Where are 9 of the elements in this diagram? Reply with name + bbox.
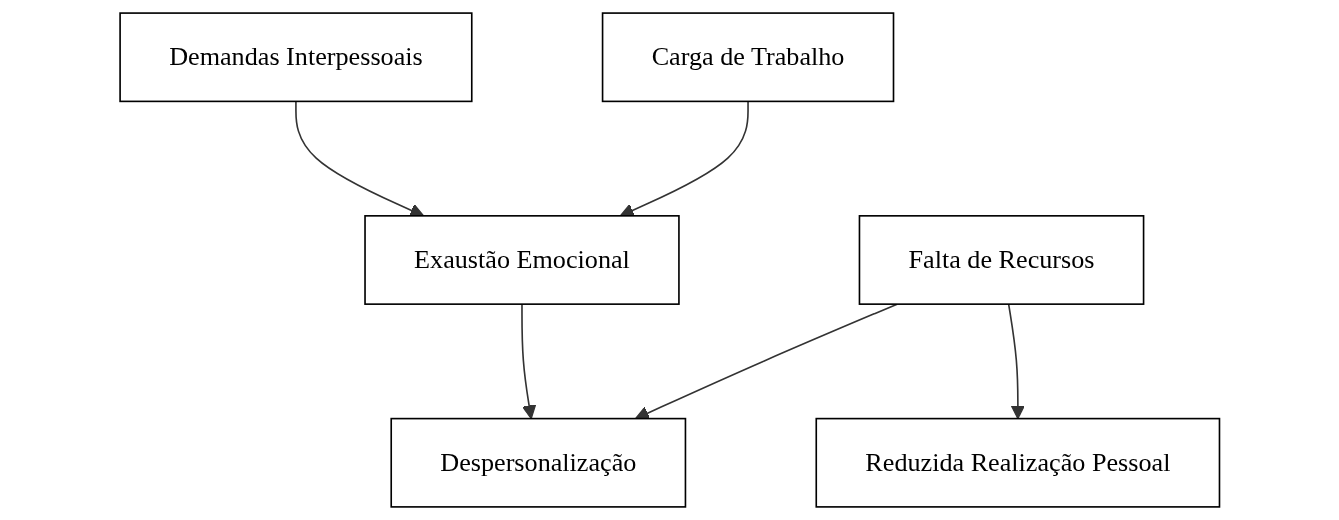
node-box: Falta de Recursos — [858, 215, 1145, 305]
arrow — [520, 303, 536, 420]
node-box: Reduzida Realização Pessoal — [815, 417, 1220, 508]
arrow — [1007, 303, 1025, 420]
node-box: Exaustão Emocional — [363, 215, 680, 305]
arrow — [634, 303, 898, 420]
node-box: Despersonalização — [390, 417, 686, 508]
node-box: Carga de Trabalho — [601, 12, 895, 103]
node-box: Demandas Interpessoais — [119, 12, 473, 103]
